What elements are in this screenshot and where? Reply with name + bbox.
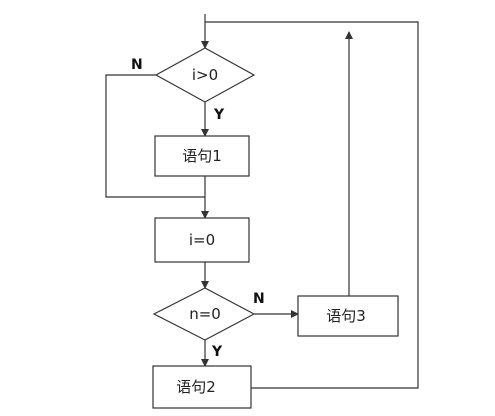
decision1-no-label: N [131,57,143,73]
decision2-no-label: N [253,291,265,307]
statement-3-text: 语句3 [326,307,366,325]
loop-back-line [205,21,419,389]
assign-box [154,217,250,263]
decision-n-eq-0-text: n=0 [189,305,221,323]
statement-1-box [154,135,250,177]
statement-2-box [152,365,252,409]
statement-1-text: 语句1 [182,147,222,165]
decision1-yes-label: Y [213,107,225,123]
decision1-no-branch [105,74,205,198]
assign-box-text: i=0 [189,231,215,249]
statement-2-text: 语句2 [176,378,216,396]
statement-3-box [297,295,399,337]
decision2-yes-label: Y [211,344,223,360]
decision-i-gt-0-text: i>0 [192,66,218,84]
